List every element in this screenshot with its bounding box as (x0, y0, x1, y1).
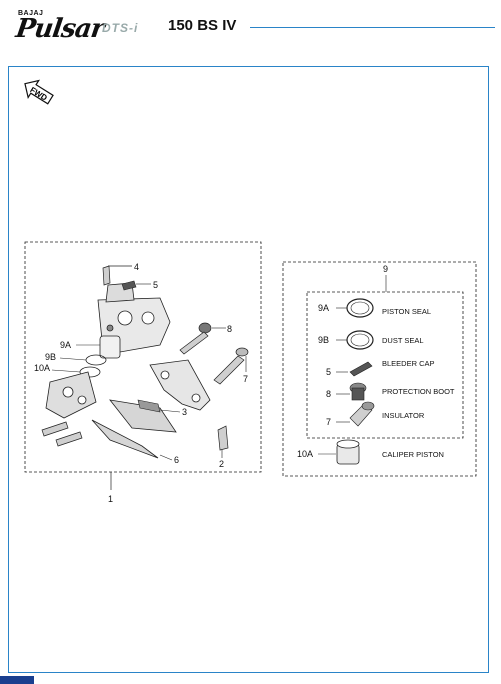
kit-code-5: 5 (326, 367, 331, 377)
model-title: 150 BS IV (168, 17, 237, 34)
kit-name-caliper-piston: CALIPER PISTON (382, 450, 444, 459)
kit-item-caliper-piston: 10A CALIPER PISTON (297, 439, 444, 465)
kit-name-piston-seal: PISTON SEAL (382, 307, 431, 316)
protection-boot-part (179, 322, 212, 355)
callout-6: 6 (174, 455, 179, 465)
caliper-half (45, 371, 97, 419)
callout-4: 4 (134, 262, 139, 272)
fwd-arrow-icon: FWD (24, 79, 54, 105)
bleeder-screw (102, 265, 132, 286)
kit-outer-box (282, 261, 477, 477)
pad-spring-part (137, 399, 161, 413)
bleeder-cap-part (121, 280, 137, 291)
callout-9a: 9A (60, 340, 71, 350)
kit-item-bleeder-cap: 5 BLEEDER CAP (326, 359, 435, 377)
callout-8: 8 (227, 324, 232, 334)
callout-10a: 10A (34, 363, 50, 373)
callout-7: 7 (243, 374, 248, 384)
piston-stack (79, 335, 121, 378)
callout-5: 5 (153, 280, 158, 290)
brand-variant: DTS-i (102, 21, 139, 35)
insulator-part (213, 347, 249, 385)
kit-name-insulator: INSULATOR (382, 411, 425, 420)
kit-name-bleeder-cap: BLEEDER CAP (382, 359, 435, 368)
kit-name-protection-boot: PROTECTION BOOT (382, 387, 455, 396)
kit-code-8: 8 (326, 389, 331, 399)
brake-pads (91, 399, 177, 459)
header-rule (250, 27, 495, 28)
callout-1: 1 (108, 494, 113, 504)
brand-maker: BAJAJ (18, 10, 44, 17)
kit-code-10a: 10A (297, 449, 313, 459)
guide-pins (41, 421, 83, 447)
kit-code-9b: 9B (318, 335, 329, 345)
kit-item-dust-seal: 9B DUST SEAL (318, 330, 424, 350)
kit-item-insulator: 7 INSULATOR (326, 401, 425, 427)
callout-3: 3 (182, 407, 187, 417)
header: BAJAJ Pulsar DTS-i 150 BS IV (0, 0, 501, 60)
kit-item-protection-boot: 8 PROTECTION BOOT (326, 382, 455, 401)
caliper-bracket (149, 359, 211, 411)
kit-number: 9 (383, 264, 388, 274)
kit-code-9a: 9A (318, 303, 329, 313)
kit-name-dust-seal: DUST SEAL (382, 336, 424, 345)
kit-code-7: 7 (326, 417, 331, 427)
kit-item-piston-seal: 9A PISTON SEAL (318, 298, 431, 318)
page-corner-marker (0, 676, 34, 684)
callout-2: 2 (219, 459, 224, 469)
diagram-frame (8, 66, 489, 673)
bolt-part (217, 425, 229, 451)
assembly-box (24, 241, 262, 473)
kit-inner-box (306, 291, 464, 439)
callout-9b: 9B (45, 352, 56, 362)
